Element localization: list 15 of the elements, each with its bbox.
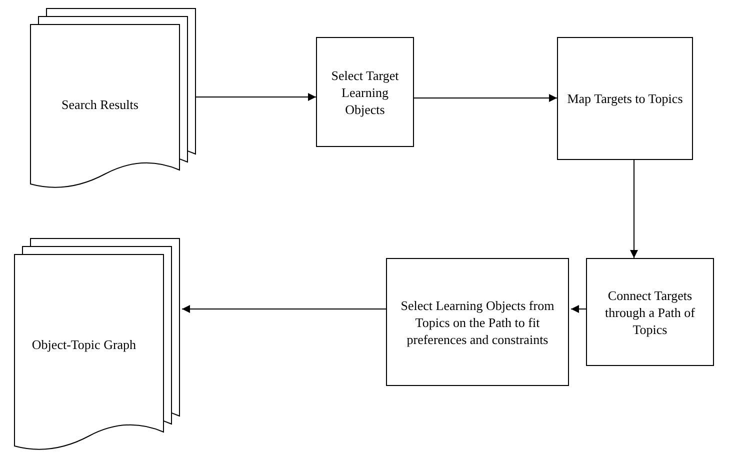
process-box bbox=[386, 258, 569, 386]
process-box bbox=[586, 258, 714, 366]
arrow bbox=[630, 160, 638, 258]
process-box bbox=[557, 37, 693, 160]
arrow bbox=[182, 305, 386, 313]
arrow bbox=[414, 94, 558, 102]
process-label: Map Targets to Topics bbox=[567, 90, 683, 107]
arrow bbox=[196, 93, 316, 101]
process-box bbox=[316, 37, 414, 147]
document-label: Object-Topic Graph bbox=[32, 336, 136, 352]
document-label: Search Results bbox=[62, 96, 138, 112]
process-label: Select Learning Objects from Topics on the Path to fit preferences and constraints bbox=[400, 296, 556, 348]
process-label: Select Target Learning Objects bbox=[330, 66, 400, 118]
arrow bbox=[570, 305, 586, 313]
process-label: Connect Targets through a Path of Topics bbox=[604, 286, 696, 338]
